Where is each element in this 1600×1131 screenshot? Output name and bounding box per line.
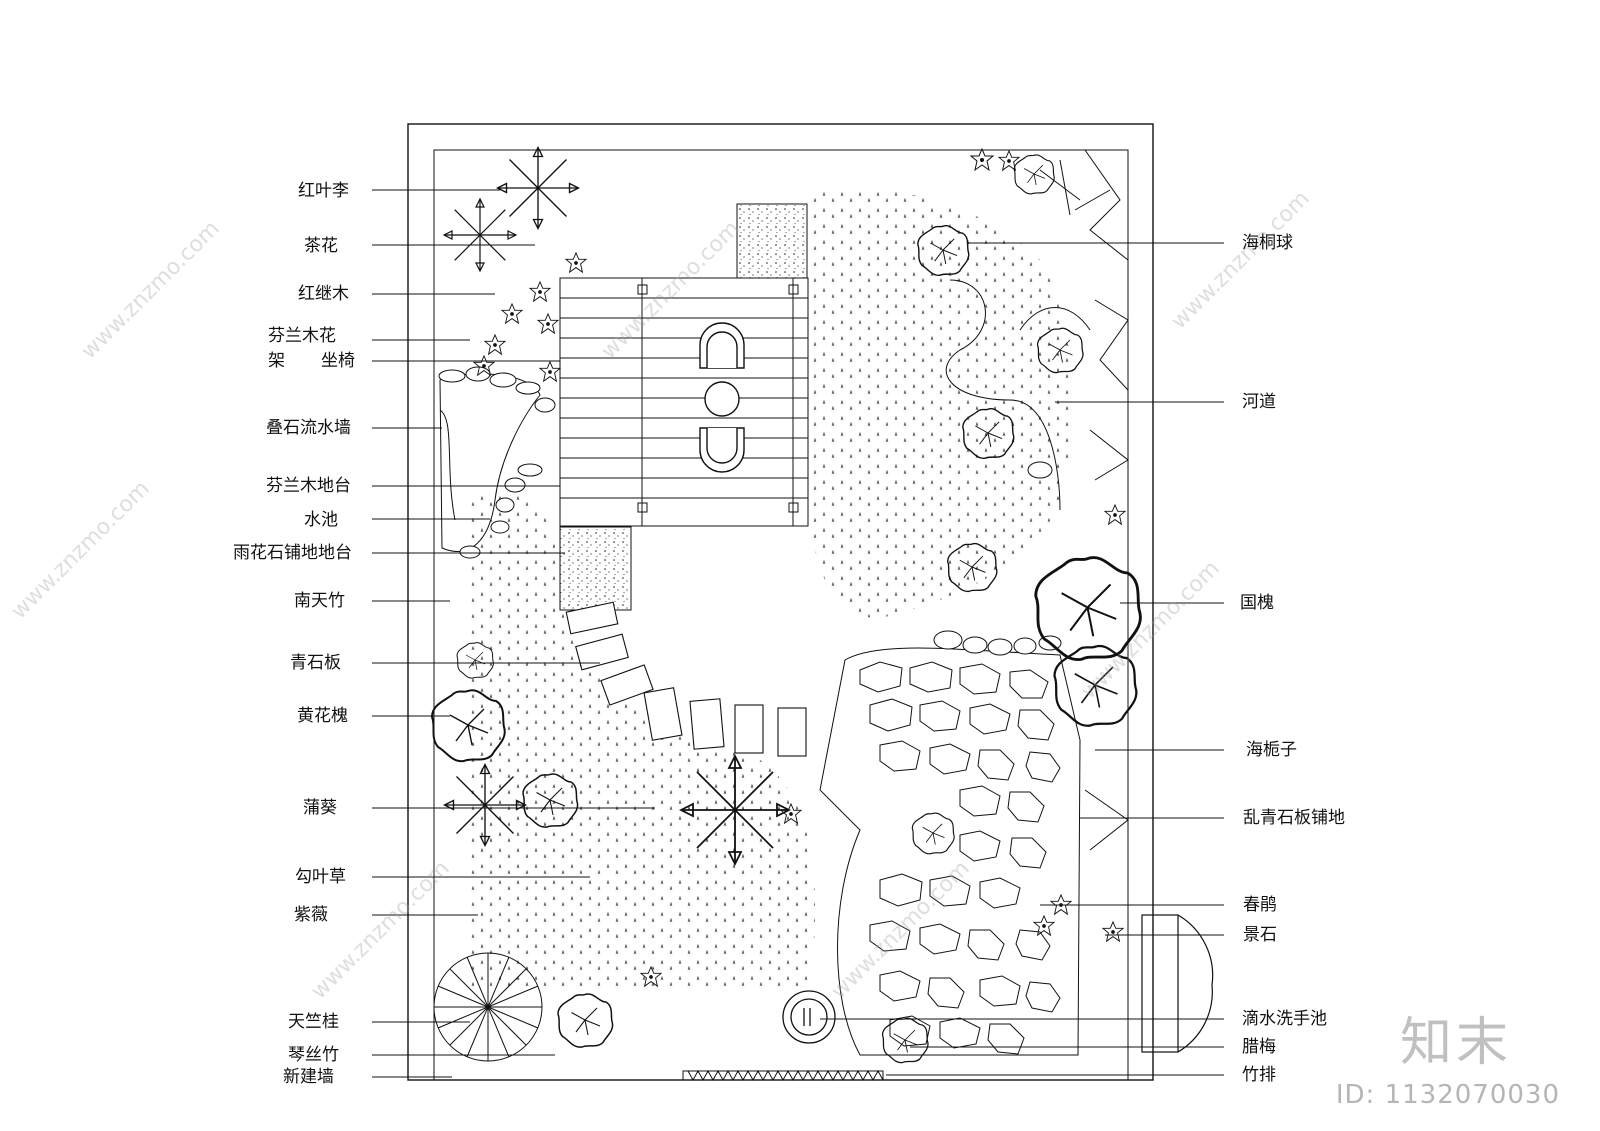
chunjuan-marker [998, 150, 1020, 171]
label-pukui: 蒲葵 [303, 798, 337, 818]
label-random-stone: 乱青石板铺地 [1243, 808, 1345, 828]
label-hongyeli: 红叶李 [298, 181, 349, 201]
label-finland-pergola-2: 架 [268, 351, 285, 371]
label-granite-platform: 雨花石铺地地台 [233, 543, 352, 563]
watermark-id: ID: 1132070030 [1335, 1080, 1560, 1110]
nandina-hatch-right [1039, 149, 1129, 851]
hongyeli-tree [443, 198, 517, 272]
lawn-lower [470, 488, 815, 990]
chunjuan-marker [1102, 921, 1124, 942]
shrub-d [911, 812, 955, 855]
label-bluestone: 青石板 [290, 653, 341, 673]
bench-set [699, 322, 745, 473]
leader-lines-right [820, 242, 1224, 1076]
shrub-f [881, 1017, 929, 1064]
pukui-palm [680, 755, 790, 865]
wm-site-4: www.znzmo.com [7, 476, 155, 624]
chunjuan-marker [970, 148, 994, 171]
granite-pad-top [736, 203, 808, 279]
label-ziwei: 紫薇 [294, 905, 328, 925]
chunjuan-marker [565, 252, 587, 273]
chunjuan-marker [501, 303, 523, 324]
label-basin: 滴水洗手池 [1242, 1009, 1327, 1029]
tianzhugui-tree [433, 952, 543, 1062]
label-qinsizhu: 琴丝竹 [288, 1045, 339, 1065]
label-huanghuahuai: 黄花槐 [297, 706, 348, 726]
shrub-a [557, 993, 614, 1048]
label-chahua: 茶花 [304, 236, 338, 256]
label-chunjuan: 春鹃 [1243, 895, 1277, 915]
label-hongjimu: 红继木 [298, 284, 349, 304]
label-new-wall: 新建墙 [283, 1067, 334, 1087]
granite-pad-bottom [559, 526, 632, 611]
shrub-h [1013, 154, 1055, 195]
watermark-logo: 知末 [1399, 1013, 1512, 1073]
lawn-upper [810, 187, 1074, 619]
chunjuan-marker [1033, 915, 1055, 936]
basin [782, 990, 836, 1044]
label-gouyecao: 勾叶草 [295, 867, 346, 887]
chunjuan-marker [539, 361, 561, 382]
label-pond: 水池 [304, 510, 338, 530]
label-rock-wall: 叠石流水墙 [266, 418, 351, 438]
chunjuan-marker [529, 281, 551, 302]
chunjuan-marker [537, 313, 559, 334]
label-tianzhugui: 天竺桂 [288, 1012, 339, 1032]
label-nandina: 南天竹 [294, 591, 345, 611]
label-deck: 芬兰木地台 [266, 476, 351, 496]
finland-wood-deck [559, 277, 809, 527]
chunjuan-marker [1104, 504, 1126, 525]
label-bench: 坐椅 [321, 351, 355, 371]
wm-site-5: www.znzmo.com [1077, 556, 1225, 704]
label-haitongqiu: 海桐球 [1242, 233, 1293, 253]
label-wintersweet: 腊梅 [1242, 1037, 1276, 1057]
leader-lines-left [372, 189, 655, 1078]
hongyeli-tree-2 [496, 146, 580, 230]
chunjuan-marker [484, 334, 506, 355]
label-river: 河道 [1242, 392, 1276, 412]
wm-site-3: www.znzmo.com [1167, 186, 1315, 334]
label-bamboo-fence: 竹排 [1242, 1065, 1276, 1085]
bamboo-fence [682, 1069, 884, 1082]
wm-site-1: www.znzmo.com [77, 216, 225, 364]
label-gardenia: 海栀子 [1246, 740, 1297, 760]
chunjuan-marker [1050, 894, 1072, 915]
ziwei-tree [443, 763, 527, 847]
label-guohuai: 国槐 [1240, 593, 1274, 613]
pond [439, 373, 541, 552]
random-stone-paving [819, 647, 1081, 1056]
bluestone-steps [565, 601, 807, 757]
rock-wall-stones [438, 366, 556, 559]
label-rock: 景石 [1243, 925, 1277, 945]
label-finland-pergola-1: 芬兰木花 [268, 326, 336, 346]
